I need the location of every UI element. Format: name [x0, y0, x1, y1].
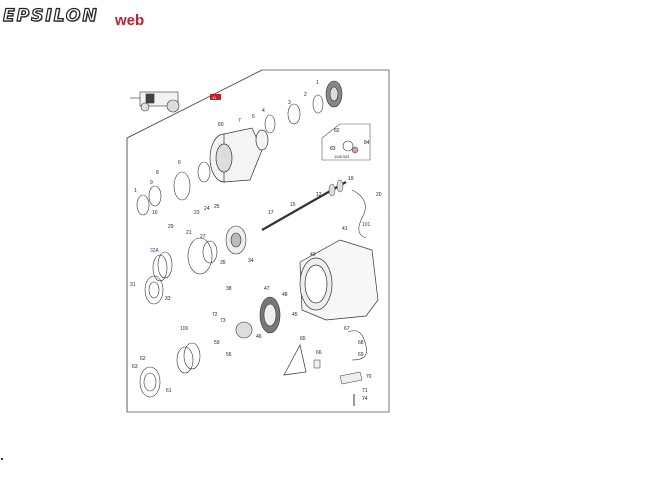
part-label: 41: [342, 226, 348, 232]
part-label: 20: [376, 192, 382, 198]
part-label: 83: [330, 146, 336, 152]
part-label: 24: [204, 206, 210, 212]
part-label: 82: [334, 128, 340, 134]
part-label: 12: [316, 192, 322, 198]
part-label: 15: [290, 202, 296, 208]
sensor-wire: [351, 189, 367, 239]
wire-harness: [347, 330, 367, 361]
part-label: 69: [358, 352, 364, 358]
edge-mark: [1, 458, 3, 460]
belt-part: [283, 344, 307, 376]
part-label: 46: [256, 334, 262, 340]
part-label: 38: [226, 286, 232, 292]
part-label: 23: [194, 210, 200, 216]
part-label: 60: [218, 122, 224, 128]
part-label: 1: [316, 80, 319, 86]
part-label: 27: [200, 234, 206, 240]
logo-suffix: web: [115, 12, 145, 29]
part-label: 84: [364, 140, 370, 146]
part-label: 25: [214, 204, 220, 210]
planetary-carrier: [187, 225, 247, 275]
main-housing: [209, 127, 269, 183]
part-label: 101: [362, 222, 371, 228]
part-label: 31: [130, 282, 136, 288]
inset-detail: 11/8/323: [321, 123, 371, 161]
part-label: 8: [156, 170, 159, 176]
part-label: 71: [362, 388, 368, 394]
part-label: 32A: [150, 248, 160, 254]
part-label: 7: [238, 118, 241, 124]
part-label: 45: [292, 312, 298, 318]
part-label: 65: [300, 336, 306, 342]
block-part: [313, 359, 321, 369]
part-label: 19: [348, 176, 354, 182]
part-label: 68: [358, 340, 364, 346]
part-label: 2: [304, 92, 307, 98]
part-label: 72: [212, 312, 218, 318]
part-label: 10: [152, 210, 158, 216]
part-label: 62: [140, 356, 146, 362]
part-label: 29: [168, 224, 174, 230]
part-label: 4: [262, 108, 265, 114]
bracket-part: [339, 371, 363, 385]
inset-label: 11/8/323: [334, 154, 350, 159]
part-label: 17: [268, 210, 274, 216]
part-label: 34: [248, 258, 254, 264]
part-label: 70: [366, 374, 372, 380]
ref-badge-label: 11: [212, 95, 217, 100]
part-label: 48: [282, 292, 288, 298]
part-label: 63: [132, 364, 138, 370]
part-label: 35: [220, 260, 226, 266]
rear-housing: [299, 239, 379, 321]
ring-gear: [235, 296, 281, 339]
part-label: 56: [226, 352, 232, 358]
washer-rings: [136, 161, 211, 398]
part-label: 66: [316, 350, 322, 356]
part-label: 5: [252, 114, 255, 120]
part-label: 9: [150, 180, 153, 186]
part-label: 73: [220, 318, 226, 324]
part-label: 33: [165, 296, 171, 302]
gear-top: [264, 80, 343, 134]
part-label: 47: [264, 286, 270, 292]
part-label: 21: [186, 230, 192, 236]
part-label: 67: [344, 326, 350, 332]
tractor-icon: [130, 91, 180, 113]
part-label: 3: [288, 100, 291, 106]
part-label: 6: [178, 160, 181, 166]
part-label: 1: [134, 188, 137, 194]
part-label: 59: [214, 340, 220, 346]
ref-badge: [210, 94, 221, 100]
part-label: 106: [180, 326, 189, 332]
part-label: 74: [362, 396, 368, 402]
epsilon-web-logo[interactable]: EPSILON web: [2, 5, 153, 30]
diagram-frame: [126, 69, 390, 413]
part-label: 40: [310, 252, 316, 258]
logo-wordmark: EPSILON: [2, 5, 99, 26]
part-label: 61: [166, 388, 172, 394]
part-labels: 1 2 3 4 5 7 60 6 8 9 1 10 23 24 25 29 21…: [130, 80, 382, 402]
